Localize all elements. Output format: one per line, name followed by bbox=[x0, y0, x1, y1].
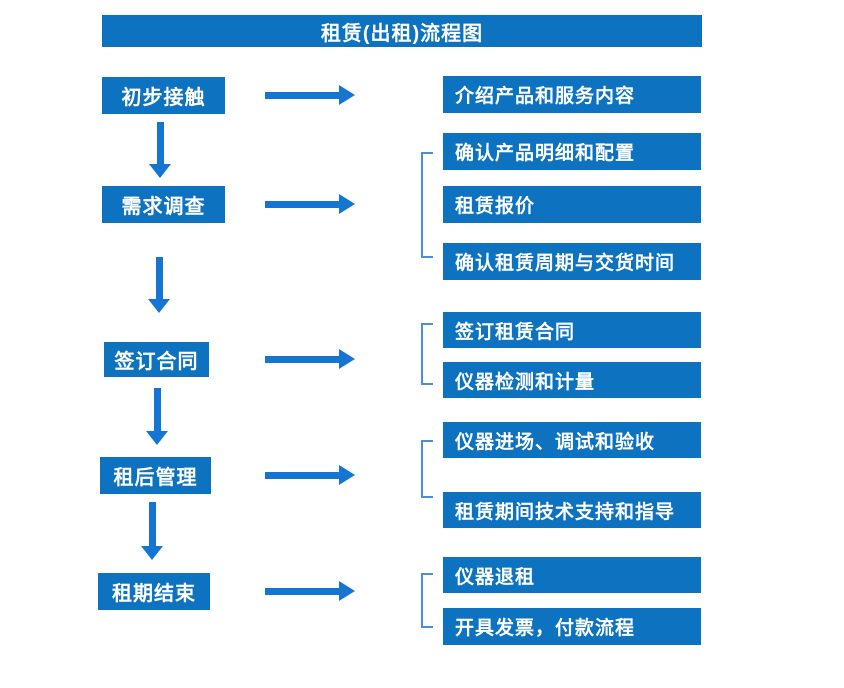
arrow-head bbox=[339, 349, 355, 369]
group-bracket bbox=[421, 152, 433, 258]
step-box-rental-end: 租期结束 bbox=[98, 573, 210, 610]
right-arrow-icon bbox=[265, 85, 355, 105]
arrow-head bbox=[148, 299, 170, 313]
right-arrow-icon bbox=[265, 465, 355, 485]
right-arrow-icon bbox=[265, 581, 355, 601]
output-box-introduce-products: 介绍产品和服务内容 bbox=[443, 76, 701, 113]
right-arrow-icon bbox=[265, 349, 355, 369]
group-bracket bbox=[421, 323, 433, 385]
arrow-shaft bbox=[265, 355, 339, 363]
down-arrow-icon bbox=[149, 122, 171, 178]
output-box-invoice-payment: 开具发票，付款流程 bbox=[443, 608, 701, 645]
arrow-shaft bbox=[265, 471, 339, 479]
arrow-shaft bbox=[153, 388, 161, 431]
arrow-head bbox=[339, 465, 355, 485]
arrow-head bbox=[339, 194, 355, 214]
arrow-shaft bbox=[265, 91, 339, 99]
group-bracket bbox=[421, 440, 433, 498]
down-arrow-icon bbox=[148, 257, 170, 313]
step-box-initial-contact: 初步接触 bbox=[102, 77, 225, 114]
output-box-confirm-rental-period: 确认租赁周期与交货时间 bbox=[443, 243, 701, 280]
arrow-shaft bbox=[265, 587, 339, 595]
diagram-title: 租赁(出租)流程图 bbox=[102, 15, 702, 47]
output-box-technical-support: 租赁期间技术支持和指导 bbox=[443, 492, 701, 528]
arrow-shaft bbox=[148, 502, 156, 546]
step-box-demand-survey: 需求调查 bbox=[102, 186, 225, 223]
output-box-instrument-testing: 仪器检测和计量 bbox=[443, 362, 701, 398]
arrow-shaft bbox=[265, 200, 339, 208]
arrow-head bbox=[146, 431, 168, 445]
output-box-confirm-product-details: 确认产品明细和配置 bbox=[443, 133, 701, 170]
output-box-instrument-setup: 仪器进场、调试和验收 bbox=[443, 422, 701, 458]
arrow-head bbox=[339, 85, 355, 105]
arrow-head bbox=[141, 546, 163, 560]
output-box-rental-quotation: 租赁报价 bbox=[443, 186, 701, 223]
output-box-sign-rental-contract: 签订租赁合同 bbox=[443, 312, 701, 348]
down-arrow-icon bbox=[146, 388, 168, 445]
arrow-shaft bbox=[156, 122, 164, 164]
down-arrow-icon bbox=[141, 502, 163, 560]
step-box-post-rental-management: 租后管理 bbox=[100, 457, 211, 494]
arrow-head bbox=[339, 581, 355, 601]
output-box-instrument-return: 仪器退租 bbox=[443, 557, 701, 593]
arrow-shaft bbox=[155, 257, 163, 299]
arrow-head bbox=[149, 164, 171, 178]
right-arrow-icon bbox=[265, 194, 355, 214]
group-bracket bbox=[421, 573, 433, 628]
step-box-sign-contract: 签订合同 bbox=[104, 342, 209, 377]
